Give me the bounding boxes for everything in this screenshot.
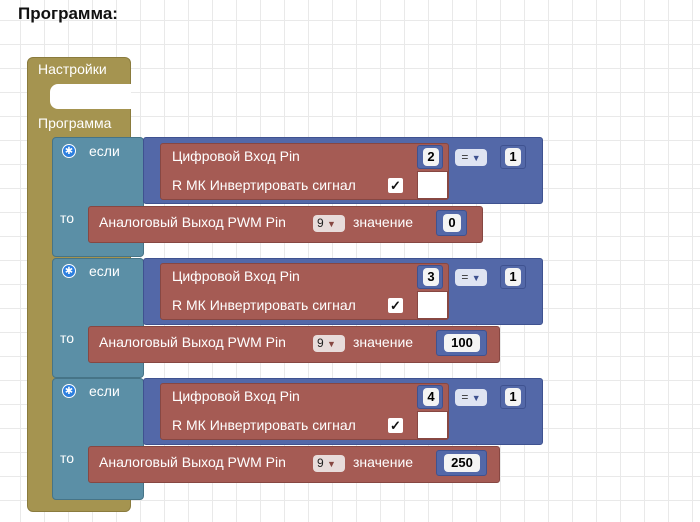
compare-operator-dropdown[interactable]: = ▼ — [455, 149, 487, 166]
compare-value[interactable]: 1 — [505, 388, 521, 406]
page-title: Программа: — [18, 4, 118, 23]
empty-input-slot — [417, 171, 448, 199]
pwm-pin-dropdown[interactable]: 9 ▼ — [313, 215, 345, 232]
compare-operator: = — [461, 390, 469, 404]
setup-label: Настройки — [38, 61, 107, 77]
pwm-pin-value: 9 — [317, 216, 324, 230]
value-label: значение — [353, 454, 414, 470]
loop-label: Программа — [38, 115, 112, 131]
value-label: значение — [353, 214, 414, 230]
pwm-pin-dropdown[interactable]: 9 ▼ — [313, 335, 345, 352]
pwm-pin-dropdown[interactable]: 9 ▼ — [313, 455, 345, 472]
read-pin-value[interactable]: 4 — [423, 388, 439, 406]
dropdown-arrow-icon: ▼ — [327, 219, 336, 229]
compare-operator: = — [461, 150, 469, 164]
value-label: значение — [353, 334, 414, 350]
setup-slot — [50, 84, 131, 109]
digital-read-label: Цифровой Вход Pin — [172, 388, 300, 404]
read-pin-value[interactable]: 3 — [423, 268, 439, 286]
check-icon[interactable]: ✓ — [388, 298, 403, 313]
gear-icon[interactable]: ✱ — [62, 264, 76, 278]
analog-write-label: Аналоговый Выход PWM Pin — [99, 334, 286, 350]
invert-label: R МК Инвертировать сигнал — [172, 177, 356, 193]
dropdown-arrow-icon: ▼ — [327, 459, 336, 469]
read-pin-value[interactable]: 2 — [423, 148, 439, 166]
dropdown-arrow-icon: ▼ — [471, 393, 481, 403]
if-label: если — [89, 263, 120, 279]
compare-operator-dropdown[interactable]: = ▼ — [455, 389, 487, 406]
dropdown-arrow-icon: ▼ — [471, 273, 481, 283]
analog-write-block[interactable] — [88, 206, 483, 243]
analog-write-block[interactable] — [88, 446, 500, 483]
check-icon[interactable]: ✓ — [388, 178, 403, 193]
analog-write-label: Аналоговый Выход PWM Pin — [99, 454, 286, 470]
check-icon[interactable]: ✓ — [388, 418, 403, 433]
if-label: если — [89, 383, 120, 399]
invert-label: R МК Инвертировать сигнал — [172, 417, 356, 433]
pwm-value[interactable]: 100 — [444, 334, 480, 352]
then-label: то — [60, 210, 75, 226]
pwm-value[interactable]: 0 — [443, 214, 461, 232]
gear-icon[interactable]: ✱ — [62, 144, 76, 158]
if-label: если — [89, 143, 120, 159]
empty-input-slot — [417, 411, 448, 439]
pwm-value[interactable]: 250 — [444, 454, 480, 472]
digital-read-label: Цифровой Вход Pin — [172, 148, 300, 164]
pwm-pin-value: 9 — [317, 336, 324, 350]
pwm-pin-value: 9 — [317, 456, 324, 470]
analog-write-label: Аналоговый Выход PWM Pin — [99, 214, 286, 230]
analog-write-block[interactable] — [88, 326, 500, 363]
empty-input-slot — [417, 291, 448, 319]
then-label: то — [60, 450, 75, 466]
compare-value[interactable]: 1 — [505, 148, 521, 166]
dropdown-arrow-icon: ▼ — [471, 153, 481, 163]
invert-label: R МК Инвертировать сигнал — [172, 297, 356, 313]
compare-value[interactable]: 1 — [505, 268, 521, 286]
gear-icon[interactable]: ✱ — [62, 384, 76, 398]
compare-operator: = — [461, 270, 469, 284]
digital-read-label: Цифровой Вход Pin — [172, 268, 300, 284]
compare-operator-dropdown[interactable]: = ▼ — [455, 269, 487, 286]
then-label: то — [60, 330, 75, 346]
dropdown-arrow-icon: ▼ — [327, 339, 336, 349]
